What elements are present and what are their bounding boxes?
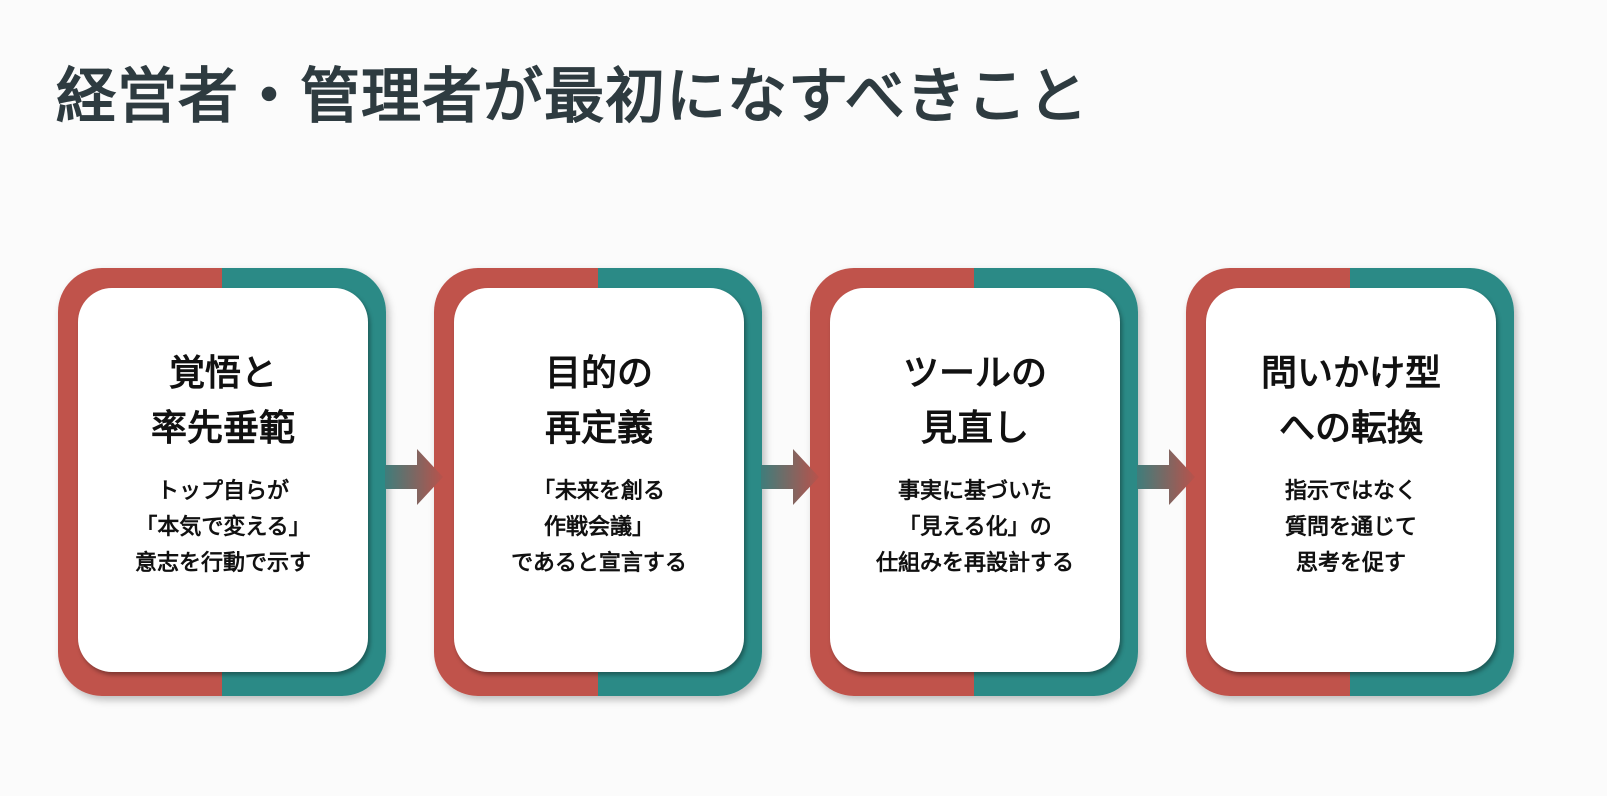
step-title: 問いかけ型への転換 (1206, 346, 1496, 456)
step-description: 指示ではなく質問を通じて思考を促す (1206, 474, 1496, 582)
desc-line: であると宣言する (511, 551, 687, 576)
step-card-3: ツールの見直し 事実に基づいた「見える化」の仕組みを再設計する (810, 268, 1138, 696)
title-line: への転換 (1278, 408, 1423, 449)
title-line: 目的の (544, 353, 653, 394)
step-description: 事実に基づいた「見える化」の仕組みを再設計する (830, 474, 1120, 582)
step-title: 覚悟と率先垂範 (78, 346, 368, 456)
desc-line: 意志を行動で示す (134, 551, 311, 576)
desc-line: 「見える化」の (898, 515, 1052, 540)
title-line: 見直し (920, 408, 1029, 449)
step-card-1: 覚悟と率先垂範 トップ自らが「本気で変える」意志を行動で示す (58, 268, 386, 696)
arrow-right-icon (385, 449, 443, 505)
desc-line: 指示ではなく (1284, 479, 1417, 504)
title-line: 率先垂範 (150, 408, 295, 449)
arrow-right-icon (1137, 449, 1195, 505)
step-card-2: 目的の再定義 「未来を創る作戦会議」であると宣言する (434, 268, 762, 696)
title-line: 覚悟と (168, 353, 277, 394)
desc-line: 「本気で変える」 (135, 515, 311, 540)
desc-line: 「未来を創る (532, 479, 665, 504)
desc-line: 質問を通じて (1284, 515, 1417, 540)
step-description: トップ自らが「本気で変える」意志を行動で示す (78, 474, 368, 582)
step-card-4: 問いかけ型への転換 指示ではなく質問を通じて思考を促す (1186, 268, 1514, 696)
desc-line: 事実に基づいた (897, 479, 1052, 504)
desc-line: 仕組みを再設計する (875, 551, 1074, 576)
desc-line: トップ自らが (156, 479, 289, 504)
desc-line: 作戦会議」 (543, 515, 654, 540)
step-title: 目的の再定義 (454, 346, 744, 456)
title-line: 再定義 (544, 408, 653, 449)
page-title: 経営者・管理者が最初になすべきこと (56, 62, 1089, 132)
arrow-right-icon (761, 449, 819, 505)
step-description: 「未来を創る作戦会議」であると宣言する (454, 474, 744, 582)
desc-line: 思考を促す (1295, 551, 1406, 576)
step-title: ツールの見直し (830, 346, 1120, 456)
title-line: ツールの (902, 353, 1047, 394)
title-line: 問いかけ型 (1260, 353, 1441, 394)
